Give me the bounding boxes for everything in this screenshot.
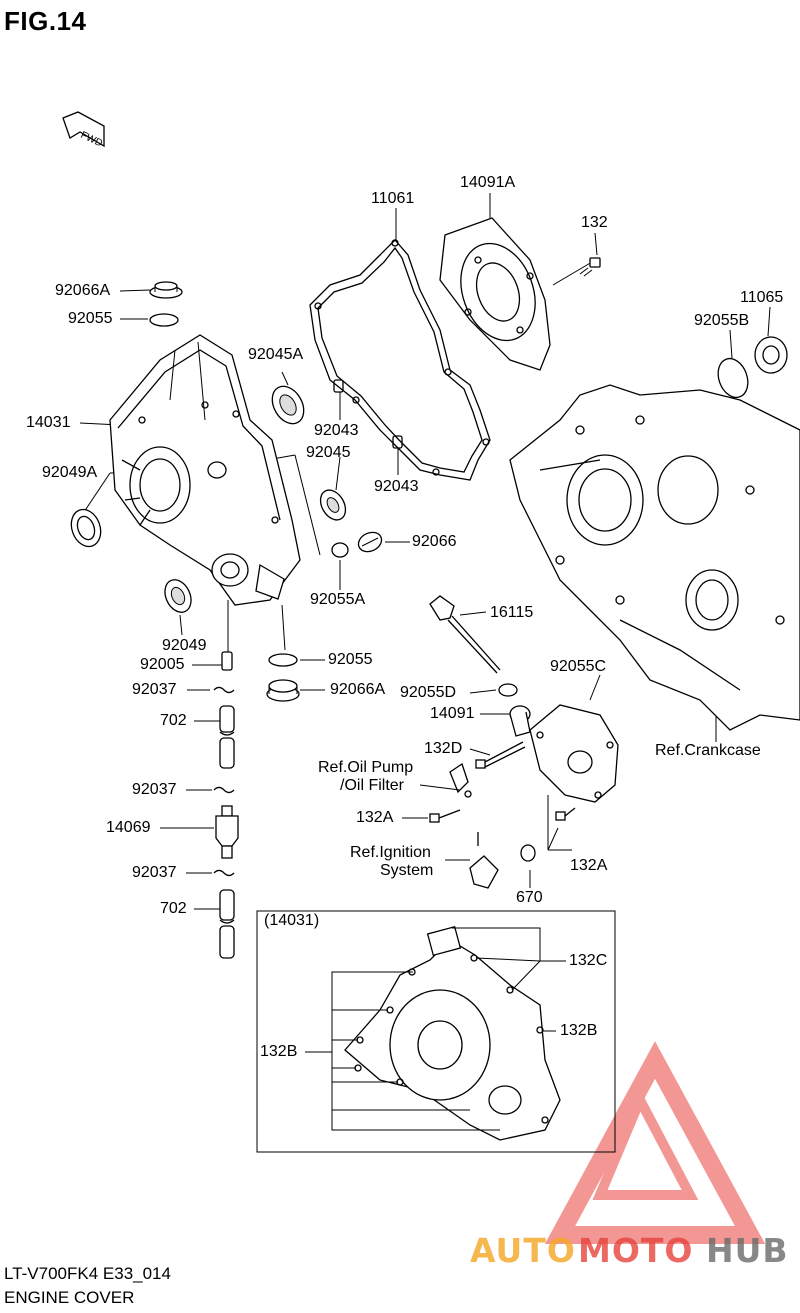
callout-92066A-top: 92066A bbox=[55, 282, 111, 299]
part-92045A-bearing bbox=[271, 385, 305, 425]
part-11061-gasket bbox=[309, 239, 491, 481]
watermark-auto: AUTO bbox=[470, 1231, 576, 1270]
callout-11065: 11065 bbox=[740, 289, 784, 306]
part-92066A-cap-mid bbox=[266, 679, 300, 702]
ref-ignition-line2: System bbox=[380, 862, 434, 879]
part-702-hose-a bbox=[219, 705, 235, 769]
inset-14031-bolt-locations bbox=[256, 910, 616, 1153]
callout-92045: 92045 bbox=[306, 444, 351, 461]
callout-92043-b: 92043 bbox=[374, 478, 419, 495]
callout-92045A: 92045A bbox=[248, 346, 304, 363]
watermark-hub: HUB bbox=[706, 1231, 789, 1270]
figure-title: FIG.14 bbox=[4, 6, 87, 36]
crankcase-reference bbox=[509, 384, 800, 731]
watermark-moto: MOTO bbox=[578, 1231, 694, 1270]
part-92049-bearing bbox=[164, 579, 192, 613]
part-92055B-oring bbox=[717, 357, 749, 399]
part-14091-oil-cover bbox=[529, 704, 619, 803]
callout-132C: 132C bbox=[569, 952, 608, 969]
part-670-oring bbox=[520, 844, 536, 862]
ignition-sensor-reference bbox=[469, 832, 499, 889]
part-92005-pin bbox=[221, 651, 233, 671]
callout-92055C: 92055C bbox=[550, 658, 607, 675]
callout-92055A: 92055A bbox=[310, 591, 366, 608]
part-92055D-oring bbox=[498, 683, 518, 697]
callout-92049A: 92049A bbox=[42, 464, 98, 481]
ref-oil-pump-line2: /Oil Filter bbox=[340, 777, 404, 794]
part-92037-clamp-a bbox=[213, 686, 235, 694]
part-92055-oring-mid bbox=[268, 653, 298, 667]
callout-702-b: 702 bbox=[160, 900, 187, 917]
inset-ref-label: (14031) bbox=[264, 912, 320, 929]
ref-oil-pump-line1: Ref.Oil Pump bbox=[318, 759, 414, 776]
callout-92005: 92005 bbox=[140, 656, 185, 673]
watermark-logo-triangle bbox=[544, 1041, 766, 1244]
part-92066A-cap bbox=[149, 281, 183, 299]
callout-132B-b: 132B bbox=[260, 1043, 298, 1060]
oil-pump-reference bbox=[449, 762, 472, 798]
section-name: ENGINE COVER bbox=[4, 1288, 135, 1307]
callout-92066A-mid: 92066A bbox=[330, 681, 386, 698]
callout-132D: 132D bbox=[424, 740, 463, 757]
ref-crankcase-label: Ref.Crankcase bbox=[655, 742, 761, 759]
part-92037-clamp-b bbox=[213, 786, 235, 794]
callout-11061: 11061 bbox=[371, 190, 415, 207]
part-92037-clamp-c bbox=[213, 869, 235, 877]
callout-92049: 92049 bbox=[162, 637, 207, 654]
callout-132A-b: 132A bbox=[570, 857, 608, 874]
part-14091A-plate bbox=[439, 217, 551, 371]
part-16115-dipstick bbox=[429, 595, 501, 674]
model-code: LT-V700FK4 E33_014 bbox=[4, 1264, 171, 1283]
part-14069-filter bbox=[215, 805, 239, 859]
callout-92043-a: 92043 bbox=[314, 422, 359, 439]
callout-14069: 14069 bbox=[106, 819, 151, 836]
callout-16115: 16115 bbox=[490, 604, 534, 621]
callout-670: 670 bbox=[516, 889, 543, 906]
part-132D-bolt bbox=[475, 741, 526, 769]
callout-132: 132 bbox=[581, 214, 608, 231]
fwd-arrow-icon: FWD bbox=[62, 111, 105, 149]
callout-92055D: 92055D bbox=[400, 684, 457, 701]
part-92055-oring bbox=[149, 313, 179, 327]
callout-132B-a: 132B bbox=[560, 1022, 598, 1039]
callout-702-a: 702 bbox=[160, 712, 187, 729]
part-132A-bolt-b bbox=[555, 807, 576, 821]
callout-92055-mid: 92055 bbox=[328, 651, 373, 668]
part-92045-bearing bbox=[319, 489, 347, 521]
callout-14091A: 14091A bbox=[460, 174, 516, 191]
part-132-bolt bbox=[579, 257, 601, 277]
callout-92037-a: 92037 bbox=[132, 681, 177, 698]
callout-92055-top: 92055 bbox=[68, 310, 113, 327]
part-92055A-oring bbox=[331, 542, 349, 558]
part-702-hose-b bbox=[219, 889, 235, 959]
callout-92055B: 92055B bbox=[694, 312, 750, 329]
part-92066-plug bbox=[357, 531, 383, 553]
callout-14031: 14031 bbox=[26, 414, 71, 431]
callout-132A-a: 132A bbox=[356, 809, 394, 826]
callout-14091: 14091 bbox=[430, 705, 475, 722]
part-14031-engine-cover bbox=[109, 334, 301, 606]
callout-92066: 92066 bbox=[412, 533, 457, 550]
ref-ignition-line1: Ref.Ignition bbox=[350, 844, 431, 861]
part-132A-bolt-a bbox=[429, 809, 461, 823]
callout-92037-b: 92037 bbox=[132, 781, 177, 798]
callout-92037-c: 92037 bbox=[132, 864, 177, 881]
part-14091-pipe bbox=[509, 705, 531, 737]
part-11065-cap bbox=[754, 336, 788, 374]
part-92049A-seal bbox=[70, 508, 102, 548]
